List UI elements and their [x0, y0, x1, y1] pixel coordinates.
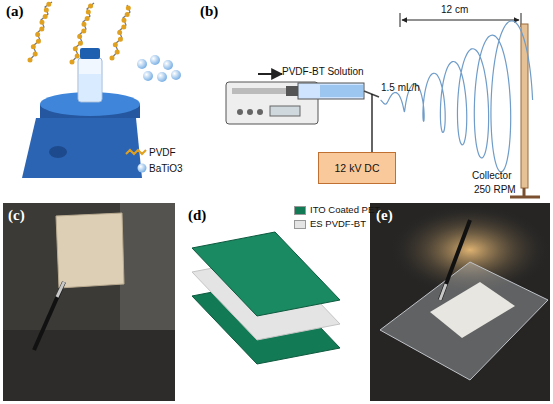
legend-text: ES PVDF-BT — [310, 218, 366, 229]
flexible-sheet — [380, 262, 548, 380]
vial-solution — [79, 74, 101, 101]
tweezers — [34, 282, 64, 350]
plunger — [286, 86, 298, 96]
vial-cap — [80, 48, 100, 59]
polymer-chain — [30, 2, 52, 60]
dimension-line — [402, 20, 519, 21]
polymer-atoms — [30, 2, 52, 60]
polymer-icon — [126, 150, 146, 154]
speed-label: 250 RPM — [474, 184, 516, 195]
hv-wire — [371, 94, 372, 152]
particle — [137, 59, 147, 69]
panel-label: (c) — [8, 207, 25, 224]
panel-label: (b) — [200, 3, 218, 20]
power-supply-box: 12 kV DC — [318, 152, 396, 184]
stirrer-base — [22, 118, 142, 178]
part-label: PVDF-BT Solution — [282, 66, 364, 77]
polymer-atoms — [112, 5, 130, 58]
particle — [171, 70, 181, 80]
photo-equipment — [3, 330, 175, 401]
legend-swatch — [294, 220, 306, 229]
syringe-barrel — [298, 83, 364, 99]
tool-tip — [440, 284, 446, 300]
particle — [157, 72, 167, 82]
particle — [143, 71, 153, 81]
ito-pet-layer — [192, 232, 340, 316]
part-label: Collector — [472, 170, 511, 181]
photo-background — [3, 203, 175, 401]
pump-button — [247, 109, 253, 115]
polymer-jet — [381, 21, 533, 172]
photo-background — [370, 203, 550, 401]
panel-label: (a) — [6, 3, 24, 20]
stirrer-knob — [49, 146, 67, 158]
particle — [150, 55, 160, 65]
key-label: BaTiO3 — [149, 163, 183, 174]
syringe-solution — [320, 85, 363, 97]
vial-body — [78, 58, 102, 102]
tool-handle — [440, 220, 470, 300]
flow-rate-label: 1.5 mL/h — [381, 82, 420, 93]
legend-text: ITO Coated PET — [310, 204, 380, 215]
polymer-chain — [112, 5, 130, 58]
film-sample — [56, 213, 124, 288]
box-text: 12 kV DC — [335, 162, 380, 174]
tweezers-tip — [57, 282, 64, 297]
particle — [163, 60, 173, 70]
pump-button — [257, 109, 263, 115]
panel-label: (d) — [188, 207, 206, 224]
dimension-tick — [400, 13, 401, 27]
key-label: PVDF — [149, 147, 176, 158]
flow-arrow — [258, 73, 282, 75]
collector-base — [510, 196, 540, 199]
pump-button — [237, 109, 243, 115]
dimension-label: 12 cm — [441, 4, 468, 15]
collector-stand — [523, 188, 526, 196]
film-sample — [430, 282, 515, 338]
pump-rail — [232, 88, 292, 94]
legend-swatch — [294, 206, 306, 215]
particle-icon — [138, 164, 147, 173]
pump-display — [270, 106, 300, 116]
